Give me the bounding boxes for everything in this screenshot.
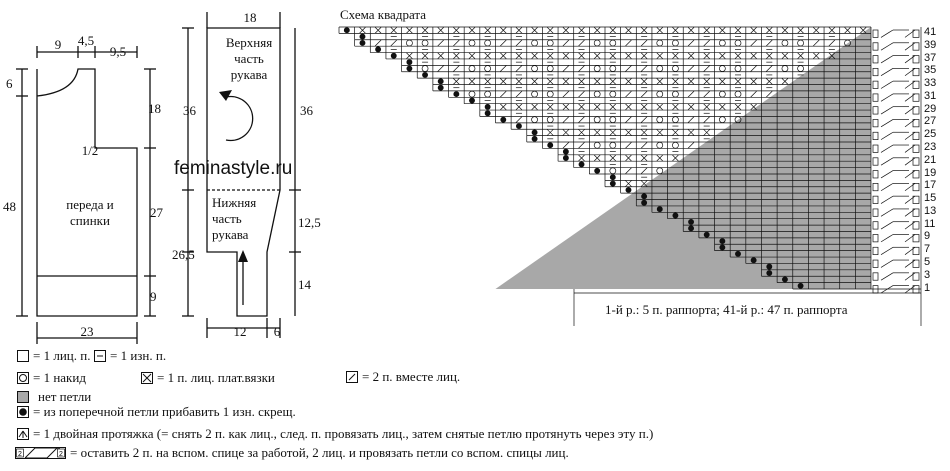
sleeve-upper-label: рукава (230, 67, 268, 82)
row-number: 9 (924, 230, 931, 243)
dim-label: 48 (3, 199, 16, 214)
dim-label: 23 (80, 324, 94, 339)
dim-label: 14 (298, 277, 311, 292)
dim-label: 27 (150, 205, 163, 220)
sleeve-outline (206, 27, 281, 317)
row-number: 15 (924, 192, 937, 205)
sleeve-drawing (182, 12, 301, 338)
sleeve-upper-label: Верхняя (225, 35, 273, 50)
row-number: 21 (924, 153, 937, 166)
ktbl-symbol-icon (141, 372, 153, 384)
legend-double-dec: = 1 двойная протяжка (= снять 2 п. как л… (33, 426, 654, 441)
dim-label: 26,5 (172, 247, 195, 262)
sleeve-lower-label: рукава (212, 227, 249, 242)
row-number: 13 (924, 204, 937, 217)
piece-fraction: 1/2 (81, 143, 99, 158)
inc-symbol-icon (17, 406, 29, 418)
row-number: 17 (924, 179, 937, 192)
row-number: 23 (924, 141, 937, 154)
dim-label: 18 (148, 101, 161, 116)
sleeve-upper-label: часть (234, 51, 264, 66)
legend-symbols: 2 2 (15, 350, 358, 459)
sleeve-lower-label: Нижняя (212, 195, 257, 210)
legend-inc: = из поперечной петли прибавить 1 изн. с… (33, 404, 296, 419)
chart-title: Схема квадрата (340, 7, 426, 22)
legend-k2tog: = 2 п. вместе лиц. (362, 369, 461, 384)
row-number: 3 (924, 268, 931, 281)
row-number: 25 (924, 128, 937, 141)
knit-symbol-icon (17, 350, 29, 362)
dim-label: 12 (233, 324, 247, 339)
double-dec-symbol-icon (17, 428, 29, 440)
row-number: 5 (924, 256, 931, 269)
piece-title: переда и (66, 197, 114, 212)
dim-label: 6 (273, 324, 281, 339)
row-number: 37 (924, 51, 937, 64)
dim-label: 6 (6, 76, 13, 91)
chart-caption: 1-й р.: 5 п. раппорта; 41-й р.: 47 п. ра… (605, 302, 848, 317)
row-number: 39 (924, 38, 937, 51)
square-chart-grid (338, 26, 922, 326)
no-stitch-symbol-icon (17, 391, 29, 403)
body-outline (36, 68, 138, 317)
row-number: 7 (924, 243, 931, 256)
row-number: 19 (924, 166, 937, 179)
dim-label: 36 (183, 103, 196, 118)
row-number: 11 (924, 217, 936, 230)
arrow-up-icon (238, 250, 248, 262)
dim-label: 4,5 (77, 33, 95, 48)
row-number: 29 (924, 102, 937, 115)
dim-label: 9 (54, 37, 62, 52)
yo-symbol-icon (17, 372, 29, 384)
legend-no-stitch: нет петли (38, 389, 92, 404)
dim-label: 9 (150, 289, 157, 304)
purl-symbol-icon (94, 350, 106, 362)
legend-ktbl: = 1 п. лиц. плат.вязки (157, 370, 275, 385)
turn-arrow (225, 95, 254, 142)
cable-mark: 2 (18, 451, 22, 458)
row-number: 35 (924, 64, 937, 77)
row-number: 1 (924, 281, 931, 294)
dim-label: 12,5 (298, 215, 321, 230)
row-number: 27 (924, 115, 937, 128)
row-number: 33 (924, 77, 937, 90)
dim-label: 18 (243, 10, 257, 25)
piece-title: спинки (70, 213, 110, 228)
body-pattern-drawing (16, 46, 156, 344)
watermark: feminastyle.ru (174, 158, 293, 179)
legend-purl: = 1 изн. п. (110, 348, 167, 363)
cable-mark: 2 (59, 451, 63, 458)
legend-yo: = 1 накид (33, 370, 86, 385)
sleeve-lower-label: часть (212, 211, 242, 226)
k2tog-symbol-icon (346, 371, 358, 383)
row-number: 31 (924, 89, 937, 102)
arrow-head-icon (219, 90, 232, 101)
dim-label: 9,5 (109, 44, 127, 59)
legend-cable: = оставить 2 п. на вспом. спице за работ… (70, 445, 569, 460)
row-number: 41 (924, 26, 937, 38)
legend-knit: = 1 лиц. п. (33, 348, 91, 363)
dim-label: 36 (300, 103, 313, 118)
